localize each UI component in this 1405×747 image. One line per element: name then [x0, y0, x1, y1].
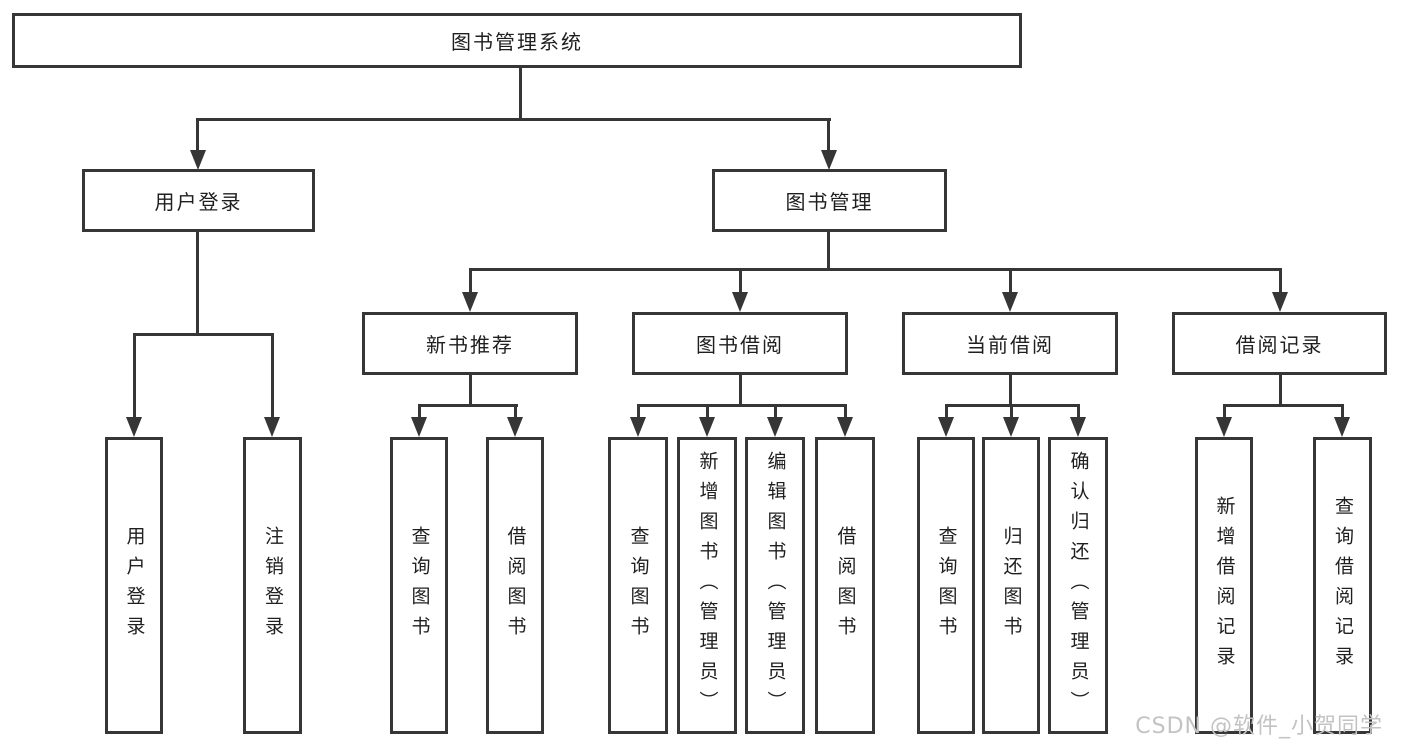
leaf-label: 注销登录 — [262, 525, 284, 646]
connector-line — [133, 333, 274, 336]
connector-line — [519, 67, 522, 120]
leaf-label: 新增借阅记录 — [1213, 495, 1236, 676]
connector-line — [844, 404, 847, 418]
arrowhead-down-icon — [732, 292, 748, 312]
arrowhead-down-icon — [507, 417, 523, 437]
connector-line — [827, 232, 830, 271]
connector-line — [774, 404, 777, 418]
connector-line — [418, 404, 518, 407]
leaf-label: 查询图书 — [935, 525, 958, 646]
leaf-add-borrow-record: 新增借阅记录 — [1195, 437, 1253, 734]
arrowhead-down-icon — [821, 150, 837, 170]
connector-line — [1009, 268, 1012, 294]
leaf-label: 新增图书（管理员） — [696, 450, 719, 721]
connector-line — [197, 118, 831, 121]
arrowhead-down-icon — [767, 417, 783, 437]
arrowhead-down-icon — [462, 292, 478, 312]
leaf-borrow-books: 借阅图书 — [815, 437, 875, 734]
arrowhead-down-icon — [837, 417, 853, 437]
arrowhead-down-icon — [630, 417, 646, 437]
connector-line — [706, 404, 709, 418]
node-book-borrow: 图书借阅 — [632, 312, 848, 375]
connector-line — [1341, 404, 1344, 418]
arrowhead-down-icon — [411, 417, 427, 437]
arrowhead-down-icon — [938, 417, 954, 437]
arrowhead-down-icon — [264, 417, 280, 437]
leaf-label: 借阅图书 — [834, 525, 857, 646]
connector-line — [469, 375, 472, 407]
arrowhead-down-icon — [1003, 417, 1019, 437]
node-root: 图书管理系统 — [12, 13, 1022, 68]
connector-line — [739, 268, 742, 294]
connector-line — [418, 404, 421, 418]
leaf-query-books: 查询图书 — [390, 437, 448, 734]
leaf-label: 归还图书 — [1000, 525, 1023, 646]
arrowhead-down-icon — [1002, 292, 1018, 312]
connector-line — [637, 404, 640, 418]
connector-line — [1077, 404, 1080, 418]
node-current-borrow: 当前借阅 — [902, 312, 1118, 375]
connector-line — [196, 232, 199, 336]
leaf-label: 查询图书 — [627, 525, 650, 646]
arrowhead-down-icon — [1070, 417, 1086, 437]
leaf-label: 查询图书 — [408, 525, 431, 646]
leaf-label: 确认归还（管理员） — [1067, 450, 1090, 721]
node-new-book-recommend: 新书推荐 — [362, 312, 578, 375]
leaf-return-books: 归还图书 — [982, 437, 1040, 734]
connector-line — [637, 404, 847, 407]
connector-line — [1009, 375, 1012, 407]
connector-line — [469, 268, 1282, 271]
arrowhead-down-icon — [1334, 417, 1350, 437]
leaf-user-login: 用户登录 — [105, 437, 163, 734]
connector-line — [1010, 404, 1013, 418]
connector-line — [469, 268, 472, 294]
leaf-edit-books-admin: 编辑图书（管理员） — [745, 437, 805, 734]
node-book-management: 图书管理 — [712, 169, 947, 232]
watermark: CSDN @软件_小贺同学 — [1135, 714, 1383, 739]
leaf-borrow-books: 借阅图书 — [486, 437, 544, 734]
arrowhead-down-icon — [1272, 292, 1288, 312]
leaf-add-books-admin: 新增图书（管理员） — [677, 437, 737, 734]
connector-line — [1279, 375, 1282, 407]
node-borrow-records: 借阅记录 — [1172, 312, 1387, 375]
connector-line — [1223, 404, 1226, 418]
leaf-label: 借阅图书 — [504, 525, 527, 646]
arrowhead-down-icon — [190, 150, 206, 170]
connector-line — [196, 118, 199, 151]
leaf-label: 查询借阅记录 — [1332, 495, 1354, 676]
connector-line — [514, 404, 517, 418]
connector-line — [133, 333, 136, 418]
arrowhead-down-icon — [699, 417, 715, 437]
leaf-confirm-return-admin: 确认归还（管理员） — [1048, 437, 1108, 734]
connector-line — [827, 118, 830, 151]
leaf-label: 编辑图书（管理员） — [764, 450, 787, 721]
leaf-label: 用户登录 — [123, 525, 146, 646]
connector-line — [945, 404, 948, 418]
arrowhead-down-icon — [1216, 417, 1232, 437]
leaf-query-books: 查询图书 — [608, 437, 668, 734]
leaf-query-borrow-record: 查询借阅记录 — [1313, 437, 1372, 734]
connector-line — [1279, 268, 1282, 294]
leaf-query-books: 查询图书 — [917, 437, 975, 734]
connector-line — [739, 375, 742, 407]
node-user-login: 用户登录 — [82, 169, 315, 232]
connector-line — [271, 333, 274, 418]
arrowhead-down-icon — [126, 417, 142, 437]
leaf-logout: 注销登录 — [243, 437, 302, 734]
connector-line — [1223, 404, 1344, 407]
